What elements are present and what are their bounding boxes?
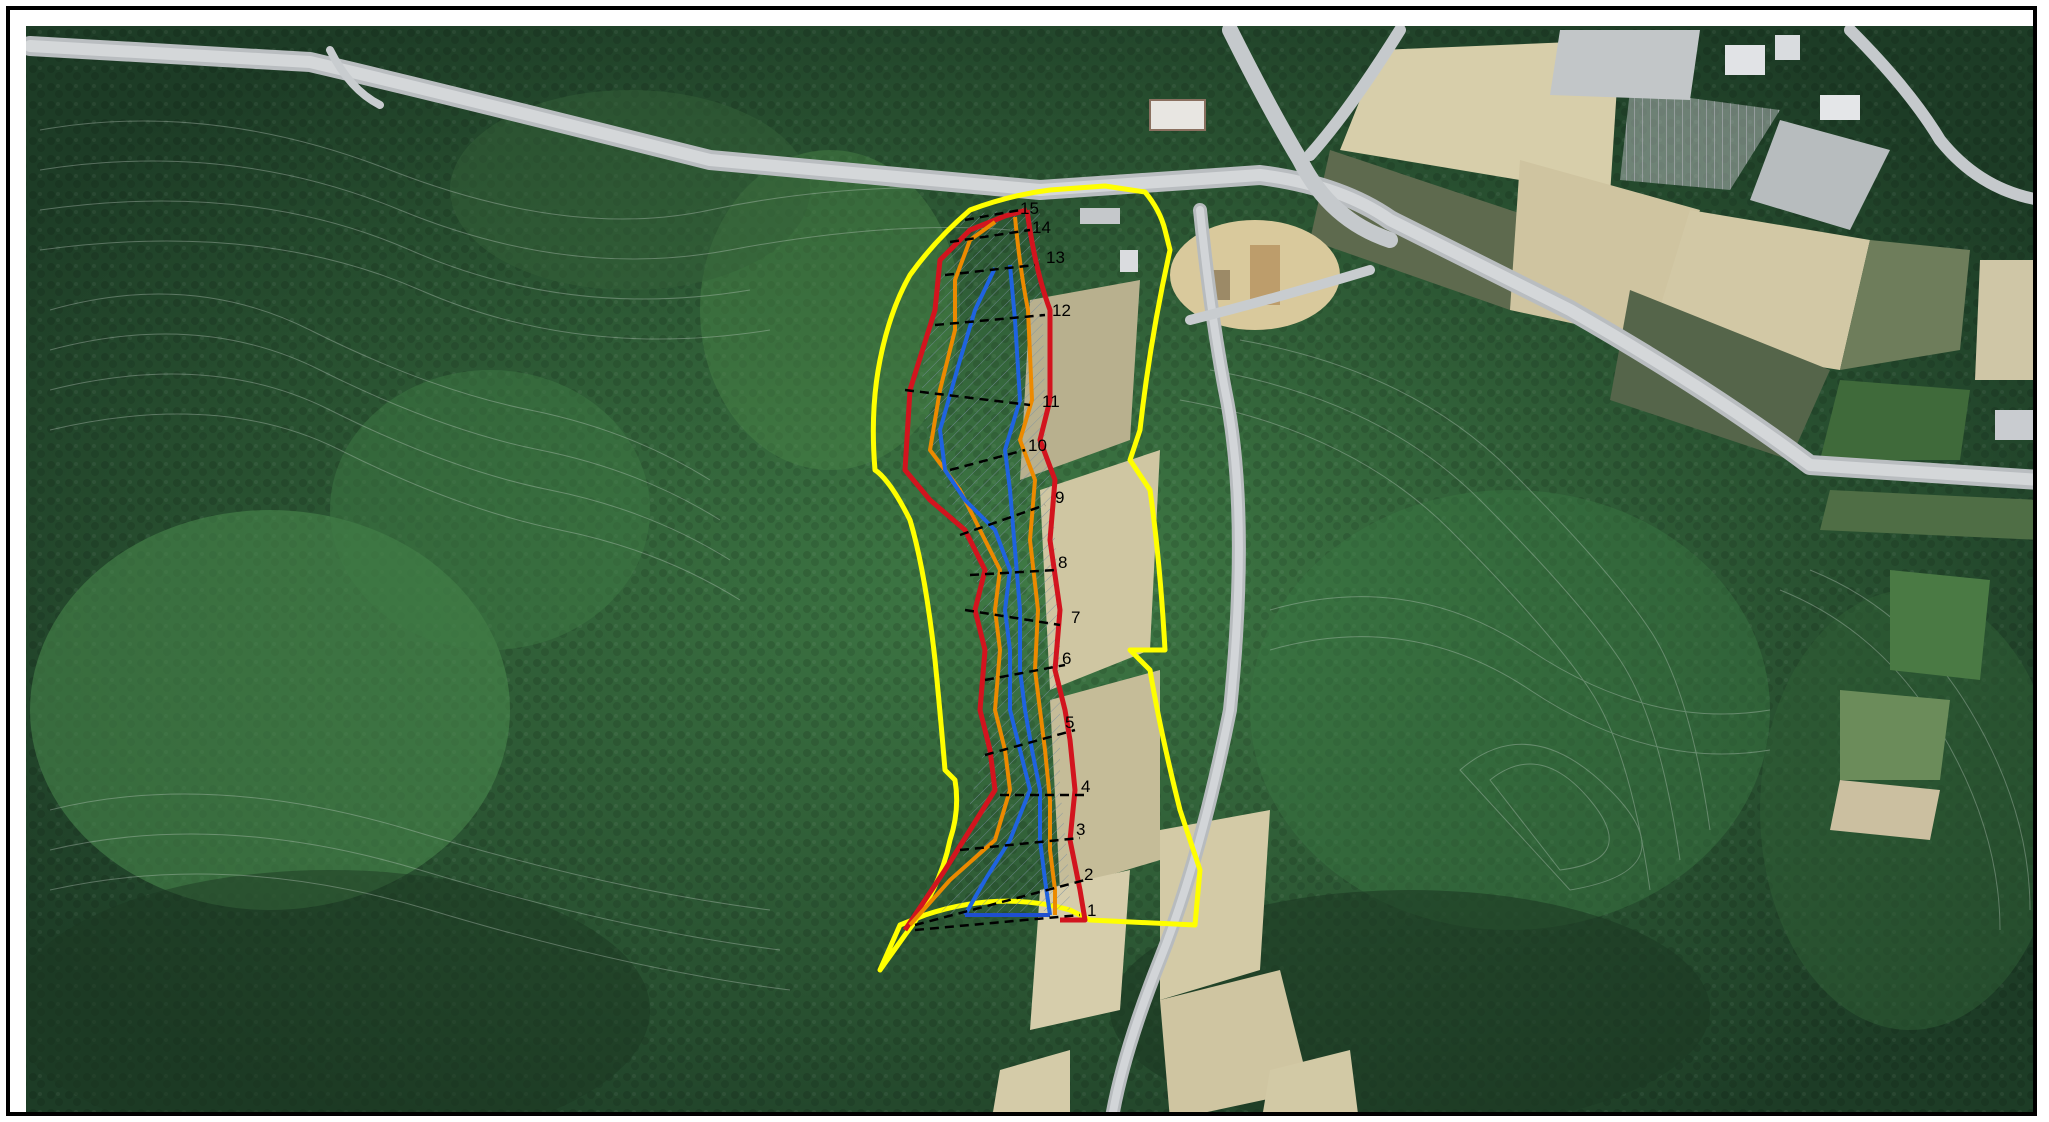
map-frame: 1 2 3 4 5 6 7 8 9 10 11 12 13 14 15 [6,6,2037,1116]
section-label-6: 6 [1062,649,1071,668]
section-label-13: 13 [1046,248,1065,267]
section-label-8: 8 [1058,553,1067,572]
section-line-1 [914,913,1081,932]
section-line-14 [949,228,1031,244]
section-label-2: 2 [1084,865,1093,884]
section-label-7: 7 [1071,608,1080,627]
area-boundary-line [870,183,1203,973]
section-line-15 [964,208,1021,222]
section-labels: 1 2 3 4 5 6 7 8 9 10 11 12 13 14 15 [1020,199,1096,920]
section-label-11: 11 [1042,392,1060,411]
section-label-14: 14 [1032,218,1051,237]
section-lines [904,208,1086,932]
section-label-12: 12 [1052,301,1071,320]
section-line-6 [984,663,1066,682]
section-line-10 [949,448,1026,472]
section-label-3: 3 [1076,820,1085,839]
roads [26,26,2033,1112]
outer-limit-lines [902,207,1088,932]
aerial-map: 1 2 3 4 5 6 7 8 9 10 11 12 13 14 15 [26,26,2033,1112]
buildings [1080,35,2033,440]
section-label-15: 15 [1020,199,1039,218]
section-line-5 [984,728,1076,757]
middle-limit-lines [908,216,1057,927]
section-line-13 [944,263,1036,277]
forest-patches [26,90,2033,1112]
section-label-1: 1 [1087,901,1096,920]
section-label-10: 10 [1028,436,1047,455]
section-line-3 [959,836,1081,852]
section-line-11 [904,388,1031,407]
section-label-4: 4 [1081,777,1090,796]
section-label-5: 5 [1065,713,1074,732]
section-line-12 [934,313,1046,327]
section-label-9: 9 [1055,488,1064,507]
section-line-9 [959,503,1046,537]
section-line-7 [964,608,1061,627]
